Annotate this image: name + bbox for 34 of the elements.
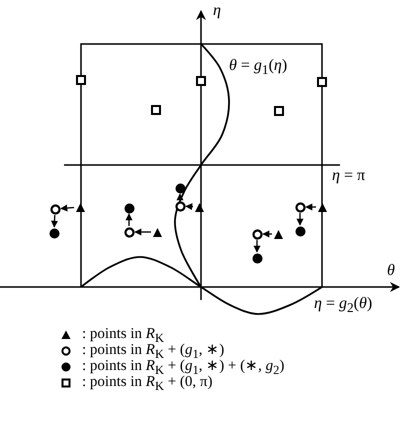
triangle-marker xyxy=(194,202,204,212)
dot-marker xyxy=(252,252,262,264)
dot-marker xyxy=(174,182,186,194)
triangle-marker xyxy=(272,228,284,240)
arrow xyxy=(296,213,304,226)
open-circle-marker xyxy=(294,202,306,212)
open-circle-marker xyxy=(252,228,262,240)
arrow xyxy=(185,203,194,210)
line-label: η = π xyxy=(332,168,366,184)
dot-marker xyxy=(124,202,134,214)
legend-text: : points in R$_{K}$ + (0, π) xyxy=(82,375,212,392)
legend-text: : points in R$_{K}$ xyxy=(82,327,164,344)
curve-label: θ = g$_{1}$(η) xyxy=(229,58,288,77)
triangle-marker xyxy=(74,202,86,212)
arrow xyxy=(134,228,151,236)
open-circle-marker xyxy=(174,200,186,212)
arrow xyxy=(60,204,74,212)
arrow xyxy=(176,193,184,200)
arrow xyxy=(305,204,316,210)
legend-text: : points in R$_{K}$ + (g$_{1}$, ∗) + (∗, g$_{2}$) xyxy=(82,359,284,376)
curve-label: η = g$_{2}$(θ) xyxy=(314,296,372,315)
arrow xyxy=(262,230,272,238)
arrow xyxy=(126,213,132,226)
triangle-marker xyxy=(152,226,162,238)
dot-marker xyxy=(48,228,60,238)
open-circle-marker xyxy=(50,204,60,214)
open-circle-marker xyxy=(124,226,134,238)
legend-text: : points in R$_{K}$ + (g$_{1}$, ∗) xyxy=(82,343,224,360)
triangle-marker xyxy=(316,202,328,212)
axis-label: η xyxy=(213,3,221,19)
dot-marker xyxy=(294,226,306,236)
arrow xyxy=(254,240,260,253)
arrow xyxy=(51,214,58,228)
axis-label: θ xyxy=(387,263,395,279)
